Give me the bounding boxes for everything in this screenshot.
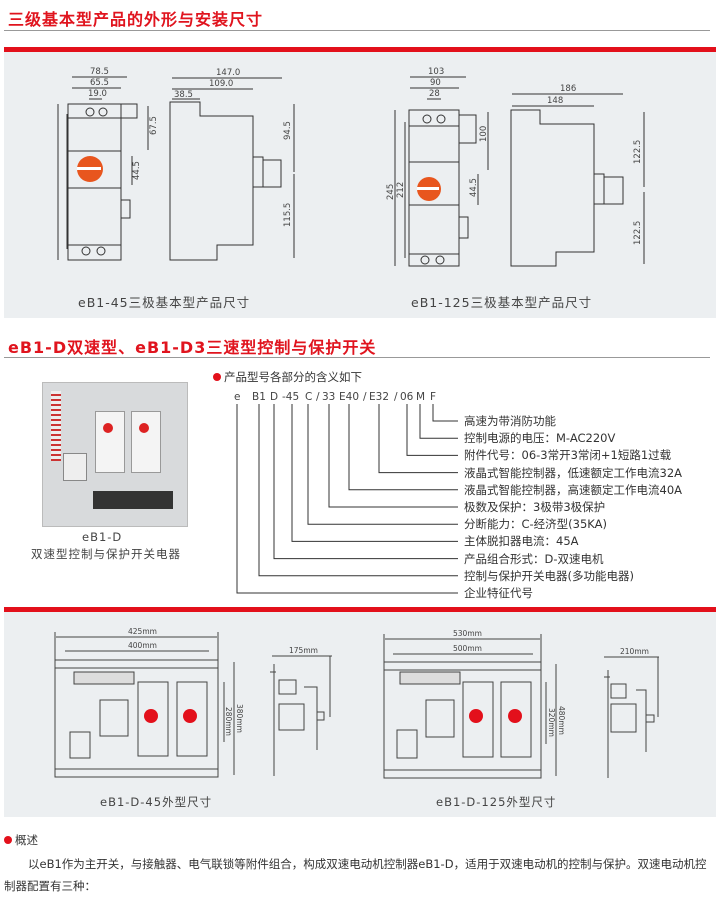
code-part: / (394, 391, 398, 403)
dim-label: 147.0 (216, 68, 240, 78)
leader-line (307, 404, 458, 525)
knob-icon (469, 709, 483, 723)
leader-line (291, 404, 458, 542)
photo-model: eB1-D (82, 530, 123, 544)
figure-caption: eB1-D-45外型尺寸 (100, 795, 213, 809)
code-part: F (430, 391, 436, 403)
code-description: 极数及保护：3极带3极保护 (464, 500, 606, 514)
dim-label: 245 (386, 184, 396, 200)
dim-label: 94.5 (283, 121, 293, 140)
leader-line (348, 404, 458, 491)
code-description: 控制电源的电压：M-AC220V (464, 431, 616, 446)
dim-label: 530mm (453, 629, 482, 638)
red-bar (4, 607, 716, 612)
dim-label: 115.5 (283, 203, 293, 227)
knob-icon (144, 709, 158, 723)
dim-label: 44.5 (132, 161, 142, 180)
knob-icon (183, 709, 197, 723)
leader-line (406, 404, 458, 456)
code-part: / (316, 391, 320, 403)
dim-label: 90 (430, 78, 441, 88)
divider (4, 30, 710, 31)
dim-label: 480mm (557, 706, 566, 735)
dim-label: 38.5 (174, 90, 193, 100)
dim-label: 28 (429, 89, 440, 99)
product-photo (42, 382, 188, 527)
figure-caption: eB1-D-125外型尺寸 (436, 795, 557, 809)
code-part: / (363, 391, 367, 403)
section-title-basic-dimensions: 三级基本型产品的外形与安装尺寸 (8, 10, 264, 29)
dimension-panel-2: 425mm 400mm 380mm 280mm 175mm 530mm 500m… (4, 612, 716, 817)
figure-caption: eB1-45三极基本型产品尺寸 (78, 295, 251, 310)
dim-label: 100 (479, 126, 489, 142)
code-description: 液晶式智能控制器，高速额定工作电流40A (464, 482, 682, 497)
dim-label: 78.5 (90, 67, 109, 77)
leader-line (258, 404, 458, 577)
dim-label: 500mm (453, 644, 482, 653)
leader-line (328, 404, 458, 508)
code-description: 企业特征代号 (464, 586, 533, 600)
code-part: 33 (322, 391, 335, 403)
figure-caption: eB1-125三极基本型产品尺寸 (411, 295, 593, 310)
dim-label: 65.5 (90, 78, 109, 88)
bullet-icon (4, 836, 12, 844)
code-part: e (234, 391, 240, 403)
dim-label: 186 (560, 84, 576, 94)
code-part: C (305, 391, 312, 403)
knob-icon (508, 709, 522, 723)
basic-dimension-drawings: 78.5 65.5 19.0 67.5 44.5 147.0 109.0 38.… (57, 67, 645, 267)
leader-line (236, 404, 458, 594)
leader-line (419, 404, 458, 439)
dim-label: 103 (428, 67, 444, 77)
code-description: 产品组合形式：D-双速电机 (464, 551, 604, 566)
dim-label: 320mm (547, 708, 556, 737)
dim-label: 19.0 (88, 89, 107, 99)
code-description: 附件代号：06-3常开3常闭+1短路1过载 (464, 448, 672, 463)
photo-caption: 双速型控制与保护开关电器 (31, 547, 181, 561)
code-part: D (270, 391, 278, 403)
dim-label: 425mm (128, 627, 157, 636)
dim-label: 212 (396, 182, 406, 198)
code-part: E40 (339, 391, 359, 403)
dim-label: 400mm (128, 641, 157, 650)
leader-line (432, 404, 458, 422)
dim-label: 210mm (620, 647, 649, 656)
dim-label: 109.0 (209, 79, 233, 89)
code-part: B1 (252, 391, 266, 403)
dim-label: 380mm (235, 704, 244, 733)
dim-label: 122.5 (633, 221, 643, 245)
bullet-icon (213, 373, 221, 381)
code-description: 液晶式智能控制器，低速额定工作电流32A (464, 465, 682, 480)
code-description: 高速为带消防功能 (464, 414, 556, 428)
code-part: 06 (400, 391, 414, 403)
leader-line (378, 404, 458, 474)
red-bar (4, 47, 716, 52)
code-description: 控制与保护开关电器(多功能电器) (464, 568, 634, 583)
code-description: 分断能力：C-经济型(35KA) (464, 517, 607, 532)
code-part: M (416, 391, 425, 403)
model-heading: 产品型号各部分的含义如下 (213, 369, 362, 385)
overview-heading: 概述 (4, 832, 38, 848)
dim-label: 280mm (224, 707, 233, 736)
dim-label: 175mm (289, 646, 318, 655)
leader-line (273, 404, 458, 560)
dim-label: 122.5 (633, 140, 643, 164)
dim-label: 148 (547, 96, 563, 106)
code-description: 主体脱扣器电流：45A (464, 534, 579, 549)
overview-text: 以eB1作为主开关，与接触器、电气联锁等附件组合，构成双速电动机控制器eB1-D… (4, 857, 707, 893)
enclosure-dimension-drawings: 425mm 400mm 380mm 280mm 175mm 530mm 500m… (54, 627, 659, 779)
code-part: E32 (369, 391, 389, 403)
divider (4, 357, 710, 358)
dimension-panel-1: 78.5 65.5 19.0 67.5 44.5 147.0 109.0 38.… (4, 52, 716, 318)
dim-label: 67.5 (149, 116, 159, 135)
dim-label: 44.5 (469, 178, 479, 197)
code-part: -45 (282, 391, 299, 403)
section-title-dual-speed: eB1-D双速型、eB1-D3三速型控制与保护开关 (8, 338, 377, 357)
